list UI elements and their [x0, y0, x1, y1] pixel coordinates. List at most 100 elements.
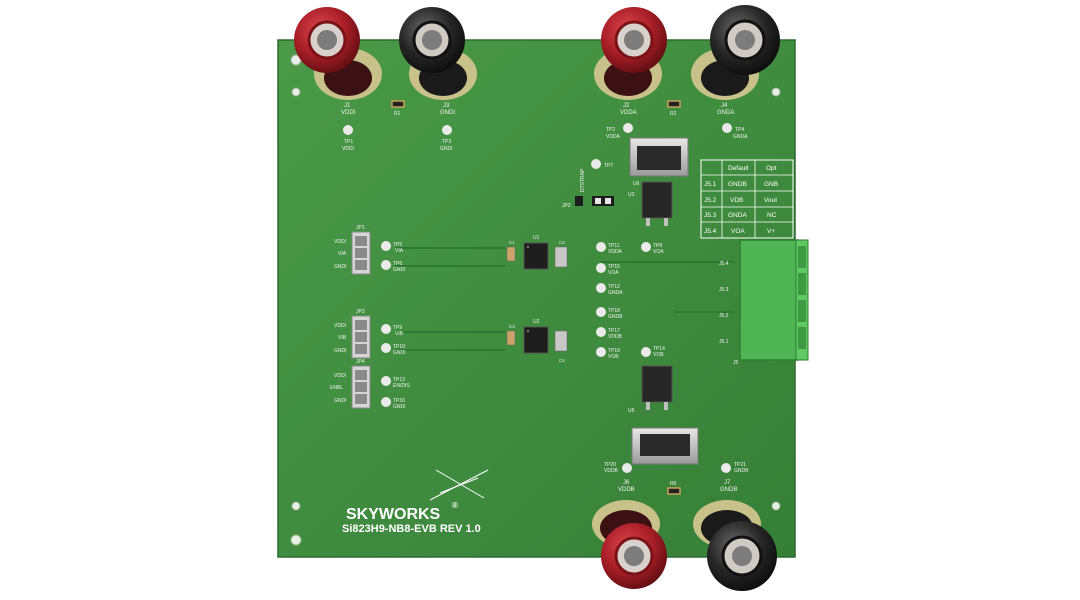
- svg-text:C4: C4: [559, 358, 565, 363]
- svg-text:GNDI: GNDI: [334, 398, 347, 404]
- table-cell: GNB: [764, 181, 778, 188]
- mounting-hole: [291, 87, 301, 97]
- svg-text:J5: J5: [733, 360, 739, 366]
- table-cell: VOA: [731, 228, 745, 235]
- jumper-jp3: JP3 VDDI VIB GNDI: [334, 309, 371, 359]
- svg-text:GNDB: GNDB: [734, 468, 749, 474]
- svg-text:VDDB: VDDB: [604, 468, 619, 474]
- label-j4-ref: J4: [721, 103, 728, 109]
- svg-text:TP4: TP4: [735, 127, 744, 133]
- label-j3-ref: J3: [443, 103, 450, 109]
- svg-text:VIA: VIA: [338, 251, 347, 257]
- label-j4-net: GNDA: [717, 110, 734, 116]
- svg-text:TP20: TP20: [604, 462, 616, 468]
- table-cell: J5.1: [704, 181, 717, 188]
- table-header-default: Default: [728, 165, 749, 172]
- svg-text:R2: R2: [670, 111, 677, 117]
- label-j2-net: VDDA: [620, 110, 637, 116]
- svg-text:EN/DIS: EN/DIS: [393, 383, 410, 389]
- jack-j6: [592, 500, 667, 589]
- mounting-hole: [290, 534, 302, 546]
- svg-text:TP5: TP5: [393, 242, 402, 248]
- svg-text:J5.2: J5.2: [719, 313, 729, 319]
- jumper-jp2: DTSTRAP JP2: [562, 168, 614, 209]
- svg-text:VIB: VIB: [338, 335, 347, 341]
- svg-text:U5: U5: [628, 408, 635, 414]
- svg-text:TP12: TP12: [608, 284, 620, 290]
- table-cell: J5.3: [704, 212, 717, 219]
- svg-text:JP2: JP2: [562, 203, 571, 209]
- svg-text:R6: R6: [670, 481, 677, 487]
- jack-j1: [294, 7, 382, 100]
- svg-text:TP6: TP6: [393, 261, 402, 267]
- svg-text:R1: R1: [394, 111, 401, 117]
- svg-text:TP11: TP11: [608, 243, 620, 249]
- svg-text:TP18: TP18: [608, 308, 620, 314]
- svg-text:GNDB: GNDB: [608, 314, 623, 320]
- regulator-u4: [641, 365, 673, 410]
- config-table: Default Opt J5.1 GNDB GNB J5.2 VDB Vout …: [700, 159, 794, 239]
- svg-text:GNDI: GNDI: [440, 146, 453, 152]
- mounting-hole: [771, 87, 781, 97]
- svg-text:U3: U3: [628, 192, 635, 198]
- testpoints-extra: TP8 VOA TP14 VOB TP20 VDDB TP21 GNDB: [604, 242, 749, 474]
- label-j1-net: VDDI: [341, 110, 356, 116]
- resistor-r2: R2: [667, 100, 681, 117]
- mounting-hole: [291, 501, 301, 511]
- mounting-hole: [771, 501, 781, 511]
- label-j6-ref: J6: [623, 480, 630, 486]
- svg-text:TP9: TP9: [393, 325, 402, 331]
- svg-text:GNDA: GNDA: [733, 134, 748, 140]
- svg-text:C3: C3: [509, 324, 515, 329]
- svg-text:TP13: TP13: [393, 377, 405, 383]
- brand-registered-mark: ®: [452, 501, 458, 510]
- svg-text:J5.4: J5.4: [719, 261, 729, 267]
- svg-text:TP2: TP2: [606, 127, 615, 133]
- ic-u1: U1 C1 C2: [506, 235, 568, 270]
- svg-text:VOA: VOA: [608, 270, 619, 276]
- svg-text:GNDI: GNDI: [393, 267, 406, 273]
- table-cell: J5.4: [704, 228, 717, 235]
- svg-text:VOB: VOB: [653, 352, 664, 358]
- svg-text:U2: U2: [533, 319, 540, 325]
- svg-text:TP21: TP21: [734, 462, 746, 468]
- resistor-r6: R6: [667, 481, 681, 495]
- table-header-opt: Opt: [766, 165, 777, 172]
- table-cell: NC: [767, 212, 777, 219]
- svg-text:ENBL: ENBL: [330, 385, 343, 391]
- svg-text:TP15: TP15: [608, 264, 620, 270]
- svg-text:TP7: TP7: [604, 163, 613, 169]
- svg-text:GNDI: GNDI: [393, 404, 406, 410]
- svg-text:TP17: TP17: [608, 328, 620, 334]
- testpoints-left: TP5 VIA TP6 GNDI TP9 VIB TP10 GNDI TP13 …: [381, 241, 410, 410]
- label-j7-ref: J7: [724, 480, 731, 486]
- svg-text:VDDA: VDDA: [608, 249, 623, 255]
- svg-text:TP3: TP3: [442, 139, 451, 145]
- label-j6-net: VDDB: [618, 487, 635, 493]
- regulator-u5: U5: [628, 408, 699, 465]
- mounting-holes: [290, 54, 781, 546]
- svg-text:DTSTRAP: DTSTRAP: [580, 168, 586, 192]
- svg-text:JP3: JP3: [356, 309, 365, 315]
- brand-name: SKYWORKS: [346, 506, 441, 523]
- svg-text:TP14: TP14: [653, 346, 665, 352]
- label-j2-ref: J2: [623, 103, 630, 109]
- regulator-u6: U6: [629, 137, 689, 187]
- svg-text:JP1: JP1: [356, 225, 365, 231]
- regulator-u3: U3: [628, 181, 673, 226]
- jack-j7: [693, 500, 777, 591]
- svg-text:VOB: VOB: [608, 354, 619, 360]
- svg-text:GNDA: GNDA: [608, 290, 623, 296]
- jack-j4: [691, 5, 780, 100]
- resistor-r1: R1: [391, 100, 405, 117]
- table-cell: J5.2: [704, 197, 717, 204]
- jack-j2: [594, 7, 667, 100]
- svg-text:VDDI: VDDI: [334, 373, 346, 379]
- svg-text:C2: C2: [559, 240, 565, 245]
- svg-text:TP19: TP19: [608, 348, 620, 354]
- svg-text:TP10: TP10: [393, 344, 405, 350]
- svg-text:U6: U6: [633, 181, 640, 187]
- svg-text:VDDI: VDDI: [334, 239, 346, 245]
- svg-text:TP8: TP8: [653, 243, 662, 249]
- svg-text:J5.3: J5.3: [719, 287, 729, 293]
